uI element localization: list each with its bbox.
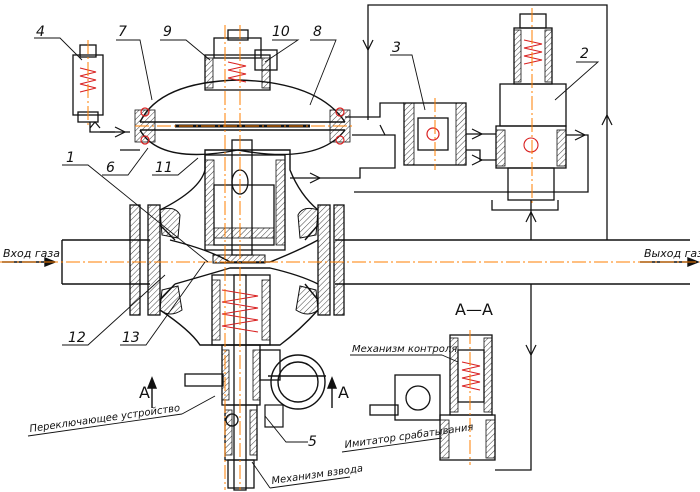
callout-12: 12 [68, 330, 86, 346]
diaphragm-chamber [139, 79, 346, 156]
chamber-bolts [140, 107, 345, 145]
outlet-flange [317, 204, 345, 316]
section-title: А—А [455, 300, 493, 319]
callout-3: 3 [392, 40, 401, 56]
leader-lines [34, 37, 600, 443]
callout-1: 1 [66, 150, 75, 166]
callout-6: 6 [106, 160, 115, 176]
callout-8: 8 [313, 24, 322, 40]
section-mark-left [146, 376, 158, 408]
control-mechanism-label: Механизм контроля [352, 344, 457, 355]
switching-device-label: Переключающее устройство [29, 403, 181, 435]
section-mark-right-label: А [338, 383, 349, 402]
callout-2: 2 [580, 46, 589, 62]
top-spring [227, 61, 247, 83]
callout-10: 10 [272, 24, 290, 40]
sight-ring [268, 354, 326, 410]
actuation-simulator-label: Имитатор срабатывания [344, 421, 474, 451]
section-mark-right [326, 376, 338, 408]
cocking-mechanism-label: Механизм взвода [271, 463, 364, 487]
callout-9: 9 [163, 24, 172, 40]
callout-11: 11 [155, 160, 173, 176]
flow-arrows [89, 39, 613, 357]
callout-7: 7 [118, 24, 127, 40]
gas-inlet-label: Вход газа [3, 247, 60, 260]
callout-13: 13 [122, 330, 140, 346]
actuation-simulator [369, 374, 441, 421]
gas-outlet-label: Выход газа [644, 247, 700, 260]
switch-lever [184, 349, 281, 427]
callout-4: 4 [36, 24, 45, 40]
section-mark-left-label: А [139, 383, 150, 402]
valve-body [159, 149, 319, 346]
sight-bolt [264, 404, 284, 428]
cocking-mechanism-body [211, 274, 271, 491]
center-axes [0, 8, 700, 490]
impulse-lines [89, 4, 608, 471]
callout-5: 5 [308, 434, 317, 450]
inlet-flange [129, 204, 161, 316]
